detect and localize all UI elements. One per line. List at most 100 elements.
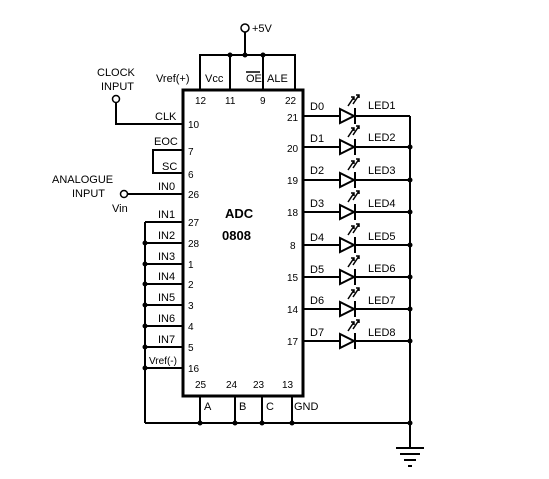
led-diode-3: [339, 171, 357, 189]
pin-number-1: 1: [188, 260, 194, 271]
ground-symbol: [396, 447, 424, 467]
pin-number-6: 6: [188, 170, 194, 181]
pin-label-d3: D3: [310, 198, 324, 210]
top-pins: Vref(+) 12 Vcc 11 OE 9 ALE 22: [156, 71, 297, 107]
clock-terminal: [111, 94, 121, 104]
led-row-2: D1 20 LED2: [287, 125, 413, 156]
pin-number-19: 19: [287, 176, 299, 187]
led-diode-6: [339, 268, 357, 286]
supply-5v: +5V: [199, 23, 296, 90]
grounded-inputs: IN1 27 IN2 28 IN3 1 IN4 2 IN5 3 IN6 4 IN…: [142, 209, 200, 423]
led-row-8: D7 17 LED8: [287, 319, 413, 350]
led-label-8: LED8: [368, 327, 396, 339]
pin-label-in7: IN7: [158, 334, 175, 346]
pin-number-28: 28: [188, 239, 200, 250]
pin-number-18: 18: [287, 208, 299, 219]
led-label-7: LED7: [368, 295, 396, 307]
led-row-4: D3 18 LED4: [287, 190, 413, 221]
pin-number-7: 7: [188, 147, 194, 158]
led-label-2: LED2: [368, 132, 396, 144]
led-row-6: D5 15 LED6: [287, 255, 413, 286]
pin-number-23: 23: [253, 380, 265, 391]
pin-number-3: 3: [188, 301, 194, 312]
pin-label-sc: SC: [162, 161, 177, 173]
pin-label-d5: D5: [310, 264, 324, 276]
pin-label-d4: D4: [310, 232, 324, 244]
pin-label-ale: ALE: [267, 73, 288, 85]
pin-number-12: 12: [195, 96, 207, 107]
pin-label-in1: IN1: [158, 209, 175, 221]
bottom-pins: 25 24 23 13 A B C GND: [195, 380, 319, 423]
led-label-1: LED1: [368, 100, 396, 112]
ground-bus: [145, 420, 424, 467]
pin-label-d7: D7: [310, 327, 324, 339]
pin-number-21: 21: [287, 113, 299, 124]
led-column: D0 21 LED1 D1 20 LED2 D2 19: [287, 94, 413, 423]
pin-number-24: 24: [226, 380, 238, 391]
pin-number-4: 4: [188, 322, 194, 333]
analogue-label-line2: INPUT: [72, 188, 105, 200]
pin-label-b: B: [239, 401, 246, 413]
pin-number-8: 8: [290, 241, 296, 252]
pin-number-11: 11: [225, 96, 236, 107]
pin-number-22: 22: [285, 96, 297, 107]
chip-name: ADC: [225, 206, 254, 221]
led-diode-2: [339, 138, 357, 156]
led-row-1: D0 21 LED1: [287, 94, 410, 125]
pin-label-in5: IN5: [158, 292, 175, 304]
pin-label-vcc: Vcc: [205, 73, 224, 85]
pin-label-c: C: [266, 401, 274, 413]
pin-number-10: 10: [188, 120, 200, 131]
pin-label-in2: IN2: [158, 230, 175, 242]
led-label-4: LED4: [368, 198, 396, 210]
clock-label-line1: CLOCK: [97, 67, 136, 79]
pin-label-in6: IN6: [158, 313, 175, 325]
analogue-terminal: [119, 189, 129, 199]
chip-part: 0808: [222, 228, 251, 243]
pin-number-27: 27: [188, 218, 200, 229]
clock-label-line2: INPUT: [101, 81, 134, 93]
led-diode-5: [339, 236, 357, 254]
pin-label-vref-minus: Vref(-): [149, 356, 177, 367]
pin-number-26: 26: [188, 190, 200, 201]
vin-label: Vin: [112, 203, 128, 215]
pin-label-d2: D2: [310, 165, 324, 177]
pin-number-15: 15: [287, 273, 299, 284]
pin-number-13: 13: [282, 380, 294, 391]
adc-chip-body: [181, 88, 305, 398]
led-row-3: D2 19 LED3: [287, 158, 413, 189]
pin-number-14: 14: [287, 305, 299, 316]
eoc-sc-link: EOC 7 SC 6: [152, 136, 194, 181]
pin-label-d0: D0: [310, 101, 324, 113]
pin-label-vref-plus: Vref(+): [156, 73, 190, 85]
analogue-label-line1: ANALOGUE: [52, 174, 113, 186]
led-diode-1: [339, 107, 357, 125]
pin-label-d1: D1: [310, 133, 324, 145]
pin-label-gnd: GND: [294, 401, 319, 413]
pin-label-in3: IN3: [158, 251, 175, 263]
pin-label-in4: IN4: [158, 271, 175, 283]
led-label-3: LED3: [368, 165, 396, 177]
pin-label-a: A: [204, 401, 212, 413]
analogue-input: ANALOGUE INPUT Vin IN0 26: [52, 174, 200, 215]
pin-number-9: 9: [260, 96, 266, 107]
pin-label-in0: IN0: [158, 181, 175, 193]
pin-label-clk: CLK: [155, 111, 177, 123]
clock-input: CLOCK INPUT CLK 10: [97, 67, 200, 131]
led-diode-8: [339, 332, 357, 350]
led-row-7: D6 14 LED7: [287, 287, 413, 318]
led-label-6: LED6: [368, 263, 396, 275]
pin-number-2: 2: [188, 280, 194, 291]
pin-number-20: 20: [287, 144, 299, 155]
pin-label-oe: OE: [246, 73, 262, 85]
pin-number-5: 5: [188, 343, 194, 354]
supply-label: +5V: [252, 23, 273, 35]
led-label-5: LED5: [368, 231, 396, 243]
led-row-5: D4 8 LED5: [290, 223, 413, 254]
pin-label-d6: D6: [310, 295, 324, 307]
pin-number-17: 17: [287, 337, 299, 348]
pin-number-25: 25: [195, 380, 207, 391]
led-diode-7: [339, 300, 357, 318]
pin-label-eoc: EOC: [154, 136, 178, 148]
